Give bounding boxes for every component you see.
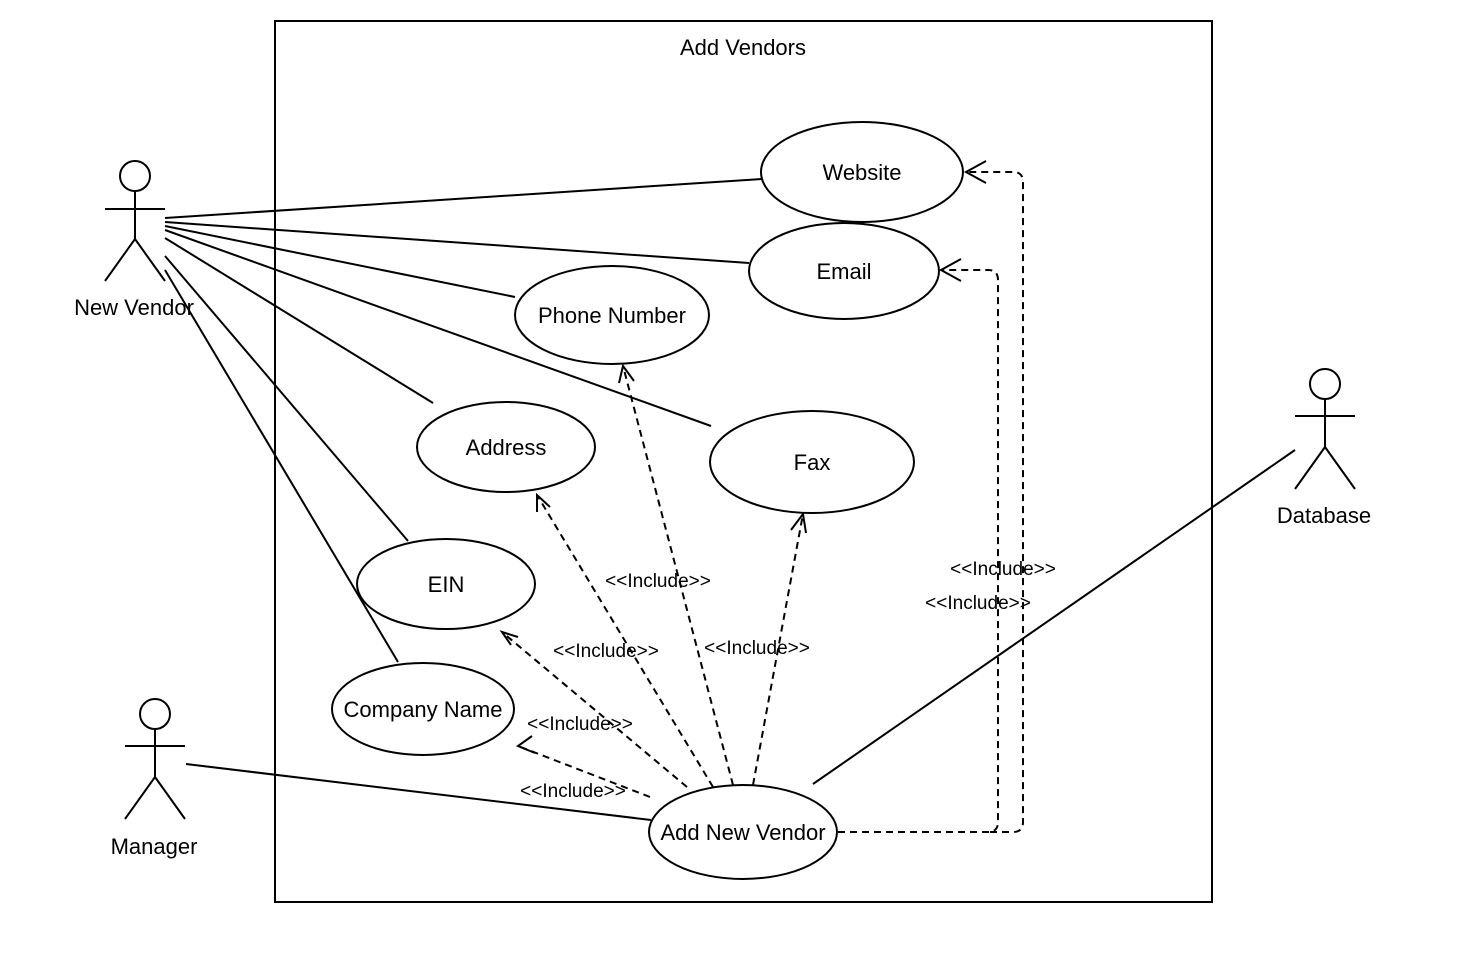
use-case-website[interactable]: Website — [760, 121, 964, 223]
assoc-new-vendor-website — [164, 178, 763, 219]
use-case-phone-number[interactable]: Phone Number — [514, 265, 710, 365]
use-case-email-label: Email — [816, 259, 871, 284]
assoc-new-vendor-fax — [164, 229, 712, 427]
actor-manager-left-leg — [124, 776, 156, 820]
use-case-email[interactable]: Email — [748, 222, 940, 320]
actor-manager-head — [139, 698, 171, 730]
use-case-ein-ellipse — [356, 538, 536, 630]
new-vendor-associations — [164, 178, 763, 663]
actor-database-head — [1309, 368, 1341, 400]
use-case-website-ellipse — [760, 121, 964, 223]
use-case-website-label: Website — [822, 160, 901, 185]
use-case-phone-number-label: Phone Number — [538, 303, 686, 328]
use-case-address-ellipse — [416, 401, 596, 493]
use-case-ein-label: EIN — [428, 572, 465, 597]
use-case-address[interactable]: Address — [416, 401, 596, 493]
system-title: Add Vendors — [680, 35, 806, 60]
arrowhead-company-name — [515, 735, 536, 754]
use-case-fax-ellipse — [709, 410, 915, 514]
use-case-company-name-label: Company Name — [344, 697, 503, 722]
use-case-phone-number-ellipse — [514, 265, 710, 365]
actor-database-label: Database — [1277, 503, 1371, 528]
use-case-add-new-vendor[interactable]: Add New Vendor — [648, 784, 838, 880]
include-email — [838, 269, 999, 833]
include-labels: <<Include>> <<Include>> <<Include>> <<In… — [520, 559, 1056, 802]
include-address — [536, 494, 714, 788]
include-dependencies — [499, 160, 1024, 833]
use-case-email-ellipse — [748, 222, 940, 320]
include-label-ein: <<Include>> — [553, 641, 659, 662]
use-case-company-name-ellipse — [331, 662, 515, 756]
use-case-fax[interactable]: Fax — [709, 410, 915, 514]
use-case-add-new-vendor-ellipse — [648, 784, 838, 880]
include-label-address: <<Include>> — [605, 571, 711, 592]
actor-new-vendor-left-leg — [104, 238, 136, 282]
actor-manager-label: Manager — [111, 834, 198, 859]
include-fax — [752, 513, 804, 786]
arrowhead-address — [536, 492, 551, 512]
actor-database-right-leg — [1324, 446, 1356, 490]
use-case-address-label: Address — [466, 435, 547, 460]
use-case-ein[interactable]: EIN — [356, 538, 536, 630]
arrowhead-fax — [790, 511, 807, 534]
include-label-phone-number: <<Include>> — [704, 638, 810, 659]
arrowhead-email — [938, 258, 962, 282]
include-phone-number — [622, 365, 734, 786]
actor-new-vendor-head — [119, 160, 151, 192]
actor-new-vendor-label: New Vendor — [74, 295, 194, 320]
arrowhead-ein — [499, 630, 519, 646]
include-label-email: <<Include>> — [925, 593, 1031, 614]
use-case-company-name[interactable]: Company Name — [331, 662, 515, 756]
actor-database-left-leg — [1294, 446, 1326, 490]
assoc-manager-add-new-vendor — [185, 763, 652, 821]
actor-new-vendor[interactable]: New Vendor — [74, 160, 194, 320]
include-label-company-name-lower: <<Include>> — [520, 781, 626, 802]
assoc-new-vendor-ein — [164, 255, 409, 542]
include-website — [966, 171, 1024, 833]
arrowhead-website — [963, 160, 987, 184]
include-label-website: <<Include>> — [950, 559, 1056, 580]
actor-manager[interactable]: Manager — [111, 698, 198, 859]
assoc-new-vendor-company-name — [164, 269, 399, 663]
arrowhead-phone-number — [618, 363, 635, 384]
include-ein — [501, 631, 688, 788]
use-case-add-new-vendor-label: Add New Vendor — [660, 820, 825, 845]
actor-new-vendor-right-leg — [134, 238, 166, 282]
include-label-company-name-upper: <<Include>> — [527, 714, 633, 735]
assoc-new-vendor-phone-number — [164, 225, 516, 298]
assoc-database-add-new-vendor — [812, 449, 1296, 785]
actor-database[interactable]: Database — [1277, 368, 1371, 528]
use-case-fax-label: Fax — [794, 450, 831, 475]
assoc-new-vendor-address — [164, 237, 434, 404]
assoc-new-vendor-email — [164, 221, 750, 264]
actor-manager-right-leg — [154, 776, 186, 820]
